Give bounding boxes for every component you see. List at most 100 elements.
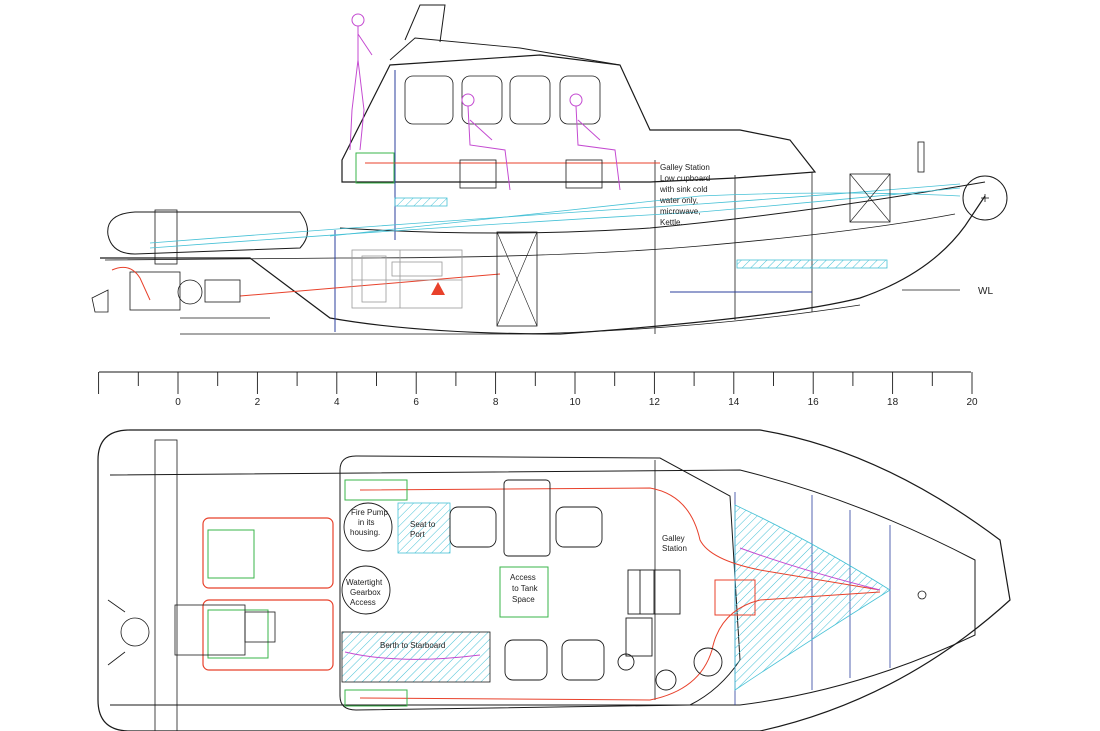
engine-hatch-stbd [202, 599, 334, 671]
waterline [329, 192, 961, 237]
berth-starboard [341, 631, 491, 683]
engine [351, 249, 463, 309]
watertight-access-line: Watertight [346, 578, 383, 587]
crew-figure-prone [344, 651, 481, 660]
scale-label: 2 [255, 397, 261, 408]
seat-to-port-line: Port [410, 530, 425, 539]
berth-label: Berth to Starboard [380, 641, 445, 650]
mast-arch [404, 4, 446, 43]
access-tank-line: Space [512, 595, 535, 604]
plan-view: Fire Pump in its housing. Seat to Port W… [97, 429, 1011, 731]
galley-note-line: Galley Station [660, 163, 710, 172]
seat-to-port-line: Seat to [410, 520, 436, 529]
fire-pump-label-line: in its [358, 518, 374, 527]
galley-unit [617, 569, 723, 691]
drive-piping [111, 266, 151, 301]
engine-plan [107, 599, 276, 666]
crew-figure-seated [461, 93, 511, 191]
fire-pump-housing [343, 502, 393, 552]
shaft-line [239, 273, 501, 297]
deck-line [104, 213, 956, 261]
void-box [496, 231, 538, 327]
scale-label: 8 [493, 397, 499, 408]
cabin-deck-outline [339, 455, 741, 711]
watertight-access-line: Gearbox [350, 588, 381, 597]
cabin-outline [341, 54, 817, 183]
deck-hatch-green [207, 609, 269, 659]
galley-station-line: Galley [662, 534, 685, 543]
watertight-access-label: Watertight Gearbox Access [346, 578, 383, 607]
fire-pump-label-line: Fire Pump [351, 508, 388, 517]
helm-seat [565, 159, 603, 189]
scale-label: 18 [887, 397, 899, 408]
galley-note-line: with sink cold [659, 185, 708, 194]
access-tank-label: Access to Tank Space [510, 573, 539, 604]
tube-collar [107, 211, 308, 255]
crew-figure-standing [349, 13, 373, 151]
waterjet-drive [91, 271, 270, 319]
deck-hatch-green [207, 529, 255, 579]
deck-hatch-green [499, 566, 549, 618]
piping-plan [359, 591, 881, 701]
crew-figure-prone [739, 547, 881, 591]
galley-station-label: Galley Station [662, 534, 687, 553]
waterline-label: WL [978, 286, 993, 297]
cabin-window [461, 75, 503, 125]
scale-label: 16 [808, 397, 820, 408]
deck-hatch-green [344, 479, 408, 501]
bow-post [917, 141, 925, 173]
cabin-window [509, 75, 551, 125]
galley-note: Galley Station Low cupboard with sink co… [659, 163, 710, 227]
galley-note-line: Kettle. [660, 218, 683, 227]
scale-label: 14 [728, 397, 740, 408]
hazard-icon [431, 282, 445, 295]
deck-hatch-green [344, 689, 408, 707]
watertight-access-line: Access [350, 598, 376, 607]
crew-figure-seated [569, 93, 621, 191]
tank-hatch [736, 259, 888, 269]
tank-hatch [394, 197, 448, 207]
scale-label: 10 [569, 397, 581, 408]
helm-seat [459, 159, 497, 189]
engine-hatch-port [202, 517, 334, 589]
piping-plan [359, 487, 881, 591]
profile-view: Galley Station Low cupboard with sink co… [91, 4, 1008, 335]
scale-bar: 0 2 4 6 8 10 12 14 16 18 20 [98, 371, 978, 408]
cabin-window [404, 75, 454, 125]
cabin-roof [389, 37, 621, 66]
access-tank-line: to Tank [512, 584, 539, 593]
gearbox-access-hatch [341, 565, 391, 615]
galley-note-line: Low cupboard [660, 174, 710, 183]
bow-tank-hatch [734, 504, 891, 691]
scale-label: 6 [413, 397, 419, 408]
port-seat-hatch [397, 502, 451, 554]
bow-fitting [917, 590, 927, 600]
sheer-line [339, 181, 986, 234]
transom-post [154, 209, 178, 265]
hull-keel-line [180, 304, 861, 335]
void-box [849, 173, 891, 223]
plan-collar-outline [97, 429, 1011, 731]
deck-hatch [355, 152, 395, 184]
scale-label: 4 [334, 397, 340, 408]
transom-frame [154, 439, 178, 731]
galley-note-line: microwave, [660, 207, 700, 216]
waterline [149, 187, 961, 249]
access-tank-line: Access [510, 573, 536, 582]
scale-label: 12 [649, 397, 661, 408]
waterline [149, 183, 961, 244]
plan-hull-outline [109, 469, 976, 706]
seat-to-port-label: Seat to Port [410, 520, 436, 539]
scale-label: 0 [175, 397, 181, 408]
helm-seat-plan [449, 479, 605, 681]
bow-fender [962, 175, 1008, 221]
galley-station-line: Station [662, 544, 687, 553]
fire-pump-label: Fire Pump in its housing. [350, 508, 388, 537]
galley-note-line: water only, [659, 196, 698, 205]
cabin-window [559, 75, 601, 125]
piping-plan [714, 579, 756, 616]
scale-label: 20 [966, 397, 978, 408]
hull-profile [100, 195, 986, 335]
fire-pump-label-line: housing. [350, 528, 380, 537]
